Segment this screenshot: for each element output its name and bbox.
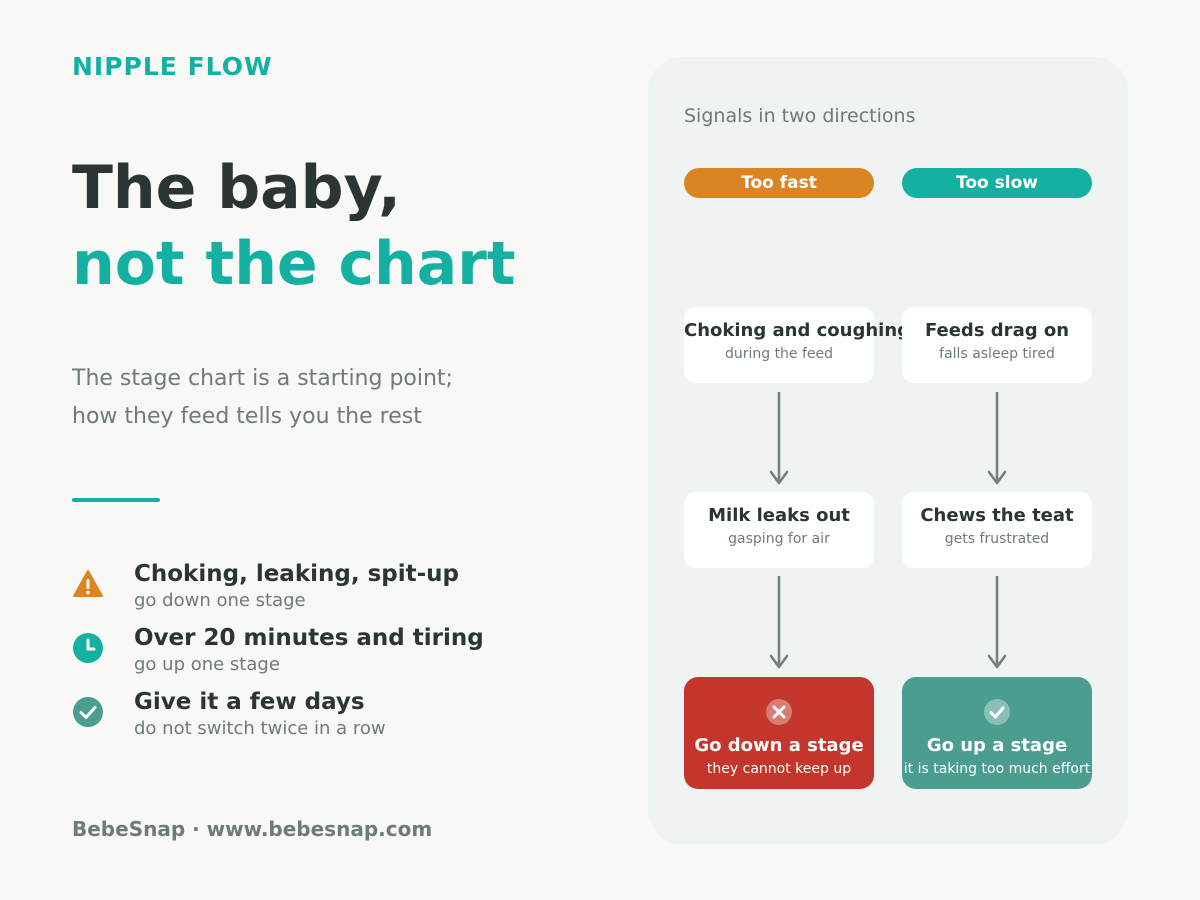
signal-card: Feeds drag on falls asleep tired — [902, 307, 1092, 383]
signal-card: Choking and coughing during the feed — [684, 307, 911, 383]
result-title: Go up a stage — [926, 735, 1068, 756]
footer-brand: BebeSnap · www.bebesnap.com — [72, 817, 433, 841]
headline-line-1: The baby, — [72, 153, 401, 223]
tips-list: Choking, leaking, spit-up go down one st… — [72, 560, 572, 752]
signals-panel: Signals in two directions Too fast Too s… — [648, 57, 1128, 844]
tip-subtitle: go down one stage — [134, 590, 306, 611]
signal-card-title: Feeds drag on — [924, 320, 1070, 341]
tip-item: Over 20 minutes and tiring go up one sta… — [72, 624, 572, 688]
result-title: Go down a stage — [694, 735, 864, 756]
signal-card: Chews the teat gets frustrated — [902, 492, 1092, 568]
left-column: NIPPLE FLOW The baby, not the chart The … — [72, 0, 592, 900]
panel-title: Signals in two directions — [684, 105, 916, 127]
signal-card-subtitle: during the feed — [724, 346, 834, 362]
signal-card-subtitle: falls asleep tired — [939, 346, 1055, 362]
kicker-label: NIPPLE FLOW — [72, 52, 273, 81]
result-card-go-up: Go up a stage it is taking too much effo… — [902, 677, 1092, 789]
down-arrow-icon — [987, 392, 1007, 486]
check-circle-icon — [73, 697, 103, 727]
signal-card-title: Chews the teat — [920, 505, 1074, 526]
signal-card-subtitle: gasping for air — [728, 531, 830, 547]
column-label-too-slow: Too slow — [902, 168, 1092, 198]
subtitle-line-1: The stage chart is a starting point; — [72, 366, 453, 391]
column-label-too-fast: Too fast — [684, 168, 874, 198]
headline-line-2: not the chart — [72, 229, 516, 299]
accent-divider — [72, 498, 160, 502]
result-card-go-down: Go down a stage they cannot keep up — [684, 677, 874, 789]
signal-card-title: Choking and coughing — [684, 320, 911, 341]
tip-subtitle: go up one stage — [134, 654, 280, 675]
tip-item: Give it a few days do not switch twice i… — [72, 688, 572, 752]
warning-icon — [73, 570, 103, 597]
tip-subtitle: do not switch twice in a row — [134, 718, 386, 739]
result-subtitle: they cannot keep up — [706, 761, 852, 777]
close-icon — [766, 699, 792, 725]
down-arrow-icon — [769, 576, 789, 670]
tip-item: Choking, leaking, spit-up go down one st… — [72, 560, 572, 624]
down-arrow-icon — [769, 392, 789, 486]
signal-card: Milk leaks out gasping for air — [684, 492, 874, 568]
headline: The baby, not the chart — [72, 150, 516, 302]
clock-icon — [73, 633, 103, 663]
tip-title: Give it a few days — [134, 689, 365, 715]
signal-card-subtitle: gets frustrated — [944, 531, 1050, 547]
result-subtitle: it is taking too much effort — [903, 761, 1091, 777]
check-icon — [984, 699, 1010, 725]
tip-title: Over 20 minutes and tiring — [134, 625, 484, 651]
down-arrow-icon — [987, 576, 1007, 670]
subtitle-line-2: how they feed tells you the rest — [72, 404, 422, 429]
tip-title: Choking, leaking, spit-up — [134, 561, 459, 587]
subtitle: The stage chart is a starting point; how… — [72, 360, 542, 436]
signal-card-title: Milk leaks out — [708, 505, 850, 526]
